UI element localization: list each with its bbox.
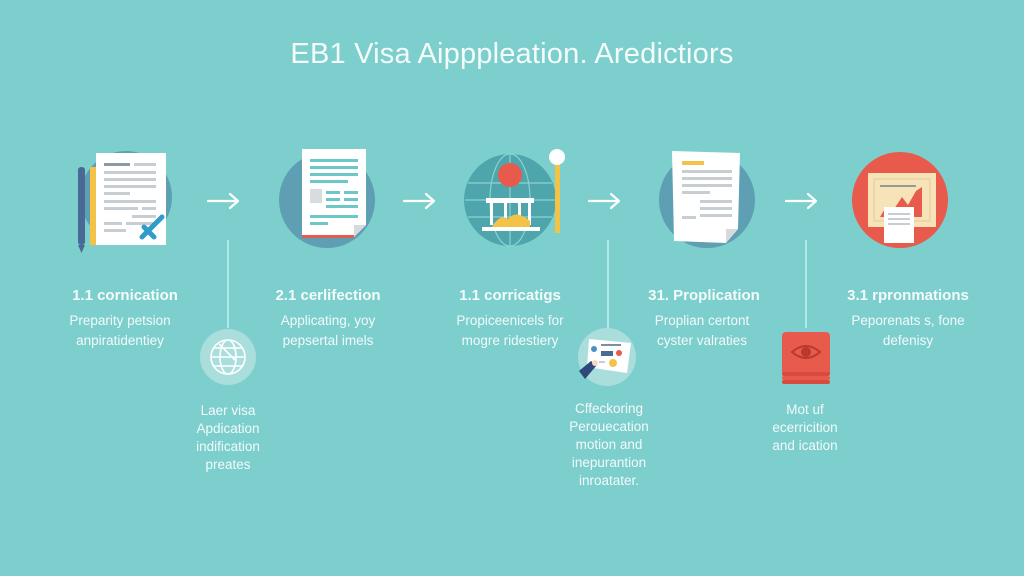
document-pen-icon	[68, 145, 178, 255]
diagram-title: EB1 Visa Aipppleation. Aredictiors	[290, 38, 734, 70]
step-1-title: 1.1 cornication	[72, 287, 178, 304]
step-3-title: 1.1 corricatigs	[459, 287, 561, 304]
chart-report-icon	[850, 143, 960, 253]
arrow-right-icon	[587, 191, 623, 211]
connector-line	[607, 240, 609, 328]
connector-line	[805, 240, 807, 328]
eye-stack-icon	[780, 330, 832, 386]
step-5-title: 3.1 rpronmations	[847, 287, 969, 304]
step-2-title: 2.1 cerlifection	[275, 287, 381, 304]
globe-icon	[197, 328, 259, 386]
arrow-right-icon	[206, 191, 242, 211]
arrow-right-icon	[784, 191, 820, 211]
hand-document-icon	[575, 327, 639, 387]
connector-line	[227, 240, 229, 328]
arrow-right-icon	[402, 191, 438, 211]
document-highlight-icon	[652, 143, 762, 253]
globe-building-icon	[460, 143, 570, 253]
document-icon	[272, 143, 382, 253]
step-4-title: 31. Proplication	[648, 287, 760, 304]
